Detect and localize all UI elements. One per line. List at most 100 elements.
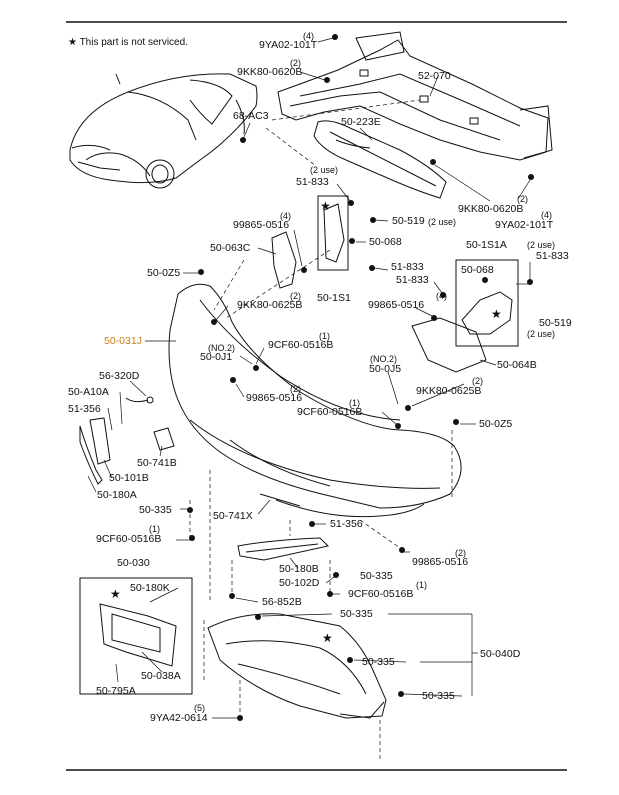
part-label: 50-180A [97, 489, 137, 501]
qty-label: (2) [290, 291, 301, 301]
qty-label: (1) [149, 524, 160, 534]
service-note: ★ This part is not serviced. [68, 37, 188, 49]
part-label: 50-063C [210, 242, 251, 254]
part-label: 50-741B [137, 457, 177, 469]
part-label: 50-102D [279, 577, 320, 589]
part-label: 51-833 [536, 250, 569, 262]
star-icon: ★ [68, 37, 77, 48]
qty-label: (2 use) [527, 240, 556, 250]
part-label: 50-519 [539, 317, 572, 329]
under-cover [207, 613, 387, 719]
qty-label: (1) [349, 398, 360, 408]
grille-180b [237, 537, 330, 561]
bumper-cover [168, 283, 462, 518]
part-label: 50-335 [360, 570, 393, 582]
part-label: 50-068 [369, 236, 402, 248]
part-label: 9YA02-101T [495, 219, 554, 231]
part-label: 50-0Z5 [147, 267, 181, 279]
part-label: 50-223E [341, 116, 381, 128]
bracket-064b [411, 317, 487, 373]
part-label: 51-833 [296, 176, 329, 188]
service-note-text: This part is not serviced. [79, 37, 188, 48]
part-label: 50-1S1 [317, 292, 351, 304]
bumper-reinforcement [277, 31, 553, 161]
part-label: 51-356 [68, 403, 101, 415]
qty-label: (4) [436, 291, 447, 301]
qty-label: (2 use) [310, 165, 339, 175]
qty-label: (2) [517, 194, 528, 204]
qty-label: (1) [416, 580, 427, 590]
part-label: 9KK80-0620B [237, 66, 303, 78]
part-label: 51-833 [391, 261, 424, 273]
qty-label: (2) [290, 58, 301, 68]
part-label: 50-030 [117, 557, 150, 569]
star-icon: ★ [110, 587, 121, 601]
part-label: 99865-0516 [368, 299, 425, 311]
qty-label: (2) [455, 548, 466, 558]
part-label: 99865-0516 [412, 556, 469, 568]
part-label: 9CF60-0516B [268, 339, 334, 351]
qty-label: (2) [290, 384, 301, 394]
part-label: 50-0J1 [200, 351, 233, 363]
qty-label: (4) [541, 210, 552, 220]
leader-lines [87, 37, 531, 719]
qty-label: (2) [472, 376, 483, 386]
part-label: 50-335 [422, 690, 455, 702]
side-trim-180a [79, 425, 103, 485]
part-label: 52-070 [418, 70, 451, 82]
part-label: 51-833 [396, 274, 429, 286]
part-label: 50-064B [497, 359, 537, 371]
part-label-highlighted: 50-031J [104, 335, 142, 347]
qty-label: (4) [303, 31, 314, 41]
part-label: 50-101B [109, 472, 149, 484]
part-label: 50-519 [392, 215, 425, 227]
part-label: 9YA02-101T [259, 39, 318, 51]
part-label: 50-1S1A [466, 239, 507, 251]
part-label: 99865-0516 [246, 392, 303, 404]
part-label: 56-852B [262, 596, 302, 608]
part-label: 50-335 [340, 608, 373, 620]
qty-label: (1) [319, 331, 330, 341]
part-label: 50-0Z5 [479, 418, 513, 430]
part-label: 50-741X [213, 510, 253, 522]
part-label: 9KK80-0620B [458, 203, 524, 215]
qty-label: (2 use) [428, 217, 457, 227]
qty-label: (4) [280, 211, 291, 221]
part-label: 50-038A [141, 670, 181, 682]
part-label: 9CF60-0516B [96, 533, 162, 545]
part-label: 9YA42-0614 [150, 712, 208, 724]
part-label: 50-068 [461, 264, 494, 276]
part-label: 9CF60-0516B [348, 588, 414, 600]
qty-label: (NO.2) [208, 343, 235, 353]
box-030 [79, 577, 193, 695]
part-label: 9KK80-0625B [416, 385, 482, 397]
qty-label: (NO.2) [370, 354, 397, 364]
dashed-guides [189, 99, 453, 760]
absorber [313, 120, 447, 199]
part-label: 99865-0516 [233, 219, 290, 231]
part-label: 50-A10A [68, 386, 109, 398]
part-label: 50-180B [279, 563, 319, 575]
part-label: 9CF60-0516B [297, 406, 363, 418]
box-1s1 [317, 195, 349, 271]
part-label: 50-335 [139, 504, 172, 516]
part-label: 50-0J5 [369, 363, 402, 375]
bracket-063c [271, 231, 297, 289]
star-icon: ★ [322, 631, 333, 645]
star-icon: ★ [491, 307, 502, 321]
part-label: 50-040D [480, 648, 521, 660]
qty-label: (5) [194, 703, 205, 713]
harness-320d [125, 397, 149, 403]
star-icon: ★ [320, 199, 331, 213]
cover-741b [153, 427, 175, 451]
part-label: 9KK80-0625B [237, 299, 303, 311]
part-label: 50-180K [130, 582, 170, 594]
part-label: 56-320D [99, 370, 140, 382]
box-1s1a [455, 259, 519, 347]
car-sketch [69, 73, 258, 189]
part-label: 68-AC3 [233, 110, 269, 122]
qty-label: (2 use) [527, 329, 556, 339]
part-label: 50-795A [96, 685, 136, 697]
